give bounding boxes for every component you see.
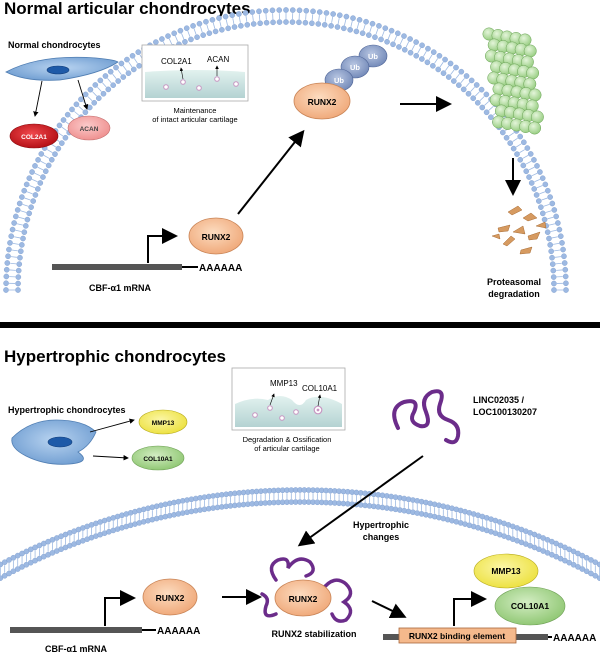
runx2-cytoplasm-label: RUNX2 [308, 97, 337, 107]
runx2-nucleus-label: RUNX2 [202, 232, 231, 242]
top-mrna-label: CBF-α1 mRNA [89, 283, 152, 293]
changes-line2: changes [363, 532, 400, 542]
top-polya: AAAAAA [199, 263, 242, 274]
acan-label: ACAN [80, 126, 99, 133]
ub-1-label: Ub [334, 76, 344, 85]
top-section-title: Normal articular chondrocytes [4, 0, 251, 18]
runx2-nucleus [188, 217, 244, 255]
lncrna-line2: LOC100130207 [473, 407, 537, 417]
bottom-cell-membrane [0, 487, 600, 581]
mmp13-protein-right [473, 553, 539, 589]
inset-mmp13-label: MMP13 [270, 379, 298, 388]
inset-caption-line2: of intact articular cartilage [152, 115, 237, 124]
lncrna-squiggle [392, 389, 461, 445]
col10a1-protein-right [494, 586, 566, 626]
top-mrna-strand [52, 264, 182, 270]
top-cell-membrane [3, 7, 569, 293]
ub-2-label: Ub [350, 63, 360, 72]
hypertrophic-chondrocyte [11, 419, 97, 465]
lncrna-arrow [297, 455, 424, 547]
mmp13-label-right: MMP13 [491, 566, 521, 576]
bottom-inset-caption-line2: of articular cartilage [254, 444, 319, 453]
section-divider [0, 322, 600, 328]
bottom-polya-2: AAAAAA [553, 633, 596, 644]
arrow-to-col10a1-bottom [92, 455, 129, 461]
lncrna-bound-1 [269, 557, 315, 582]
binding-element-label: RUNX2 binding element [409, 631, 506, 641]
runx2-bottom-1-label: RUNX2 [156, 593, 185, 603]
runx2-stabilized [274, 579, 332, 617]
normal-chondrocyte [5, 56, 119, 81]
to-binding-element-arrow [371, 600, 407, 618]
arrow-to-col2a1 [33, 80, 43, 117]
bottom-mrna-label: CBF-α1 mRNA [45, 644, 108, 654]
export-arrow [237, 129, 305, 215]
acan-protein [67, 115, 111, 141]
col2a1-label: COL2A1 [21, 134, 47, 141]
bottom-translation-arrow [104, 590, 136, 626]
degraded-fragments [491, 205, 547, 255]
bottom-section-title: Hypertrophic chondrocytes [4, 347, 226, 366]
runx2-binding-element [398, 627, 517, 644]
inset-col2a1-label: COL2A1 [161, 57, 192, 66]
top-translation-arrow [147, 228, 178, 263]
runx2-bottom-1 [142, 578, 198, 616]
bottom-polya-1: AAAAAA [157, 626, 200, 637]
bottom-cell-label: Hypertrophic chondrocytes [8, 405, 126, 415]
degradation-line1: Proteasomal [487, 277, 541, 287]
top-cell-label: Normal chondrocytes [8, 40, 101, 50]
col2a1-protein [9, 123, 59, 149]
bottom-mrna-strand [10, 627, 142, 633]
col10a1-label-left: COL10A1 [143, 456, 173, 463]
expression-arrow [453, 591, 487, 626]
col10a1-protein-left [131, 445, 185, 471]
runx2-stabilized-label: RUNX2 [289, 594, 318, 604]
inset-acan-label: ACAN [207, 55, 229, 64]
runx2-cytoplasm [293, 82, 351, 120]
lncrna-bound-2 [320, 578, 353, 623]
intact-cartilage-inset [141, 44, 249, 102]
arrow-to-acan [77, 79, 89, 110]
lncrna-line1: LINC02035 / [473, 395, 525, 405]
ub-3-label: Ub [368, 52, 378, 61]
stabilization-label: RUNX2 stabilization [271, 629, 356, 639]
degraded-cartilage-inset [231, 367, 346, 431]
changes-line1: Hypertrophic [353, 520, 409, 530]
degradation-line2: degradation [488, 289, 540, 299]
mmp13-protein-left [138, 409, 188, 435]
lncrna-bound-3 [260, 592, 278, 618]
proteasome [482, 27, 544, 135]
col10a1-label-right: COL10A1 [511, 601, 550, 611]
inset-caption-line1: Maintenance [174, 106, 217, 115]
inset-col10a1-label: COL10A1 [302, 384, 338, 393]
mmp13-label-left: MMP13 [152, 420, 175, 427]
arrow-to-mmp13-bottom [89, 418, 135, 433]
bottom-inset-caption-line1: Degradation & Ossification [243, 435, 332, 444]
